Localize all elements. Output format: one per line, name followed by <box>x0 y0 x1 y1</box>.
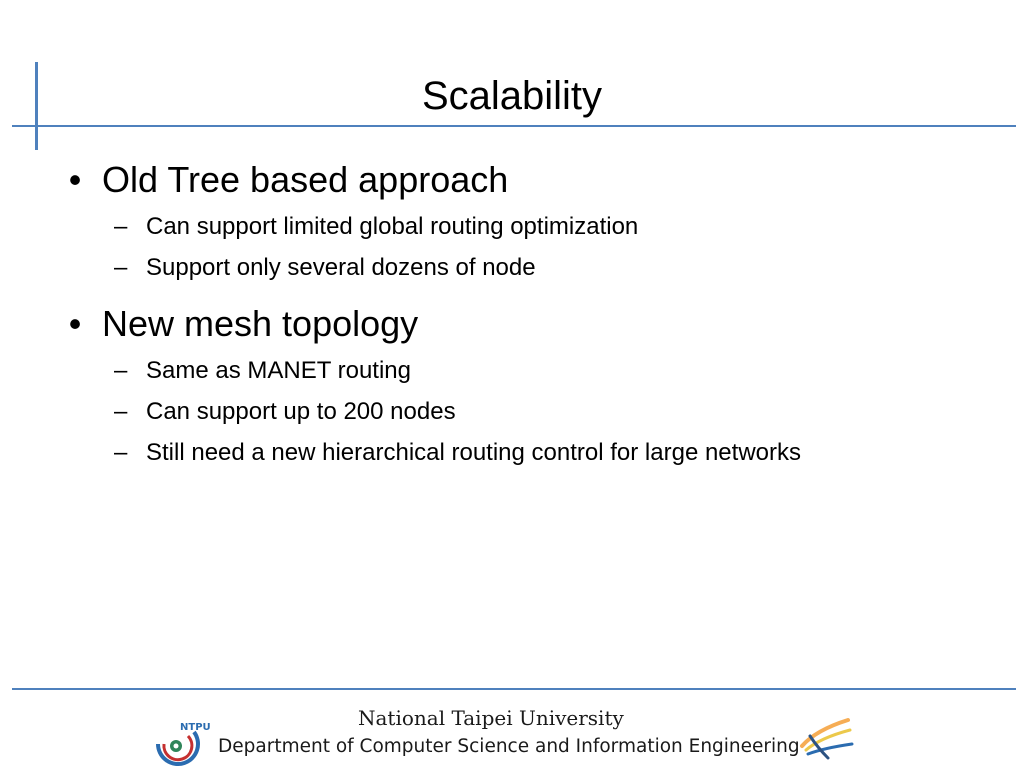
bullet-text: New mesh topology <box>102 303 419 344</box>
bullet-item: • New mesh topology <box>60 300 1000 348</box>
sub-item: – Support only several dozens of node <box>60 247 1000 288</box>
bullet-dot: • <box>68 159 82 200</box>
bullet-text: Old Tree based approach <box>102 159 509 200</box>
sub-dash: – <box>114 439 128 466</box>
department-name: Department of Computer Science and Infor… <box>218 736 800 757</box>
sub-item-text: Same as MANET routing <box>146 357 411 384</box>
slide-body: • Old Tree based approach – Can support … <box>60 156 1000 485</box>
ntpu-logo-icon: NTPU <box>156 722 211 766</box>
bullet-item: • Old Tree based approach <box>60 156 1000 204</box>
slide-title: Scalability <box>421 74 603 118</box>
sub-item-text: Support only several dozens of node <box>146 254 536 281</box>
sub-dash: – <box>114 398 128 425</box>
sub-item-text: Still need a new hierarchical routing co… <box>146 439 801 466</box>
sub-item: – Can support up to 200 nodes <box>60 391 1000 432</box>
sub-list: – Same as MANET routing – Can support up… <box>60 350 1000 473</box>
title-divider-line <box>12 125 1016 127</box>
footer: NTPU National Taipei University Departme… <box>0 700 1024 768</box>
bullet-dot: • <box>68 303 82 344</box>
sub-item: – Still need a new hierarchical routing … <box>60 432 1000 473</box>
footer-divider-line <box>12 688 1016 690</box>
sub-dash: – <box>114 254 128 281</box>
sub-item: – Can support limited global routing opt… <box>60 206 1000 247</box>
sub-item-text: Can support up to 200 nodes <box>146 398 456 425</box>
sub-dash: – <box>114 213 128 240</box>
csie-logo-icon <box>800 718 854 760</box>
ntpu-logo-text: NTPU <box>180 722 211 733</box>
sub-list: – Can support limited global routing opt… <box>60 206 1000 288</box>
frame-vertical-line <box>35 62 38 150</box>
university-name: National Taipei University <box>358 706 624 730</box>
sub-dash: – <box>114 357 128 384</box>
sub-item: – Same as MANET routing <box>60 350 1000 391</box>
sub-item-text: Can support limited global routing optim… <box>146 213 639 240</box>
